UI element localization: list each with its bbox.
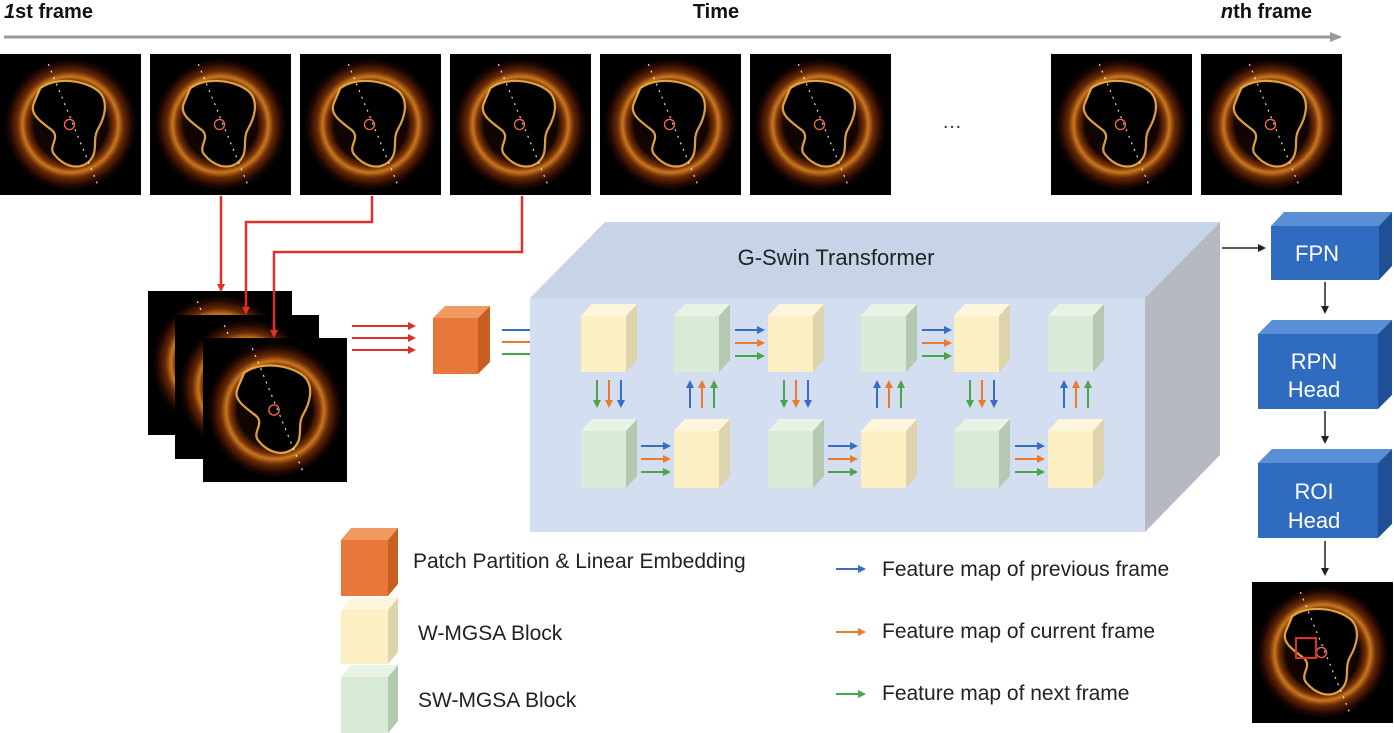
output-oct-frame bbox=[1252, 582, 1393, 723]
stacked-frame-front bbox=[203, 338, 347, 482]
oct-frame-6 bbox=[750, 54, 891, 195]
bottom-wmgsa-block-3 bbox=[1048, 419, 1104, 488]
top-swmgsa-block-2 bbox=[861, 304, 917, 372]
oct-frame-4 bbox=[450, 54, 591, 195]
top-swmgsa-block-3 bbox=[1048, 304, 1104, 372]
legend-curr-label: Feature map of current frame bbox=[882, 620, 1155, 643]
bottom-swmgsa-block-1 bbox=[581, 419, 637, 488]
roi-head-block bbox=[1258, 449, 1392, 538]
oct-frame-3 bbox=[300, 54, 441, 195]
frame-routing-arrows bbox=[217, 196, 524, 338]
roi-label-line2: Head bbox=[1288, 508, 1341, 533]
fpn-block bbox=[1271, 212, 1392, 280]
rpn-label-line2: Head bbox=[1288, 377, 1341, 402]
oct-frame-5 bbox=[600, 54, 741, 195]
frame-strip: … bbox=[0, 54, 1342, 195]
top-row-feature-arrows bbox=[735, 326, 952, 360]
legend-patch-label: Patch Partition & Linear Embedding bbox=[413, 550, 746, 573]
rpn-head-block bbox=[1258, 320, 1392, 409]
stacked-input-frames bbox=[148, 291, 347, 482]
route-arrow-curr bbox=[242, 196, 374, 315]
route-arrow-next bbox=[270, 196, 524, 338]
roi-label-line1: ROI bbox=[1294, 479, 1333, 504]
nth-frame-label: nth frame bbox=[1221, 1, 1312, 23]
legend-patch-cube bbox=[341, 528, 398, 596]
transformer-top-row bbox=[581, 304, 1104, 372]
legend-swmgsa-cube bbox=[341, 665, 398, 733]
bottom-swmgsa-block-2 bbox=[768, 419, 824, 488]
bottom-row-feature-arrows bbox=[641, 442, 1045, 476]
top-wmgsa-block-2 bbox=[768, 304, 824, 372]
bottom-wmgsa-block-2 bbox=[861, 419, 917, 488]
oct-frame-n-minus-1 bbox=[1051, 54, 1192, 195]
top-wmgsa-block-3 bbox=[954, 304, 1010, 372]
first-frame-label: 1st frame bbox=[4, 1, 93, 23]
rpn-label-line1: RPN bbox=[1291, 349, 1337, 374]
detection-bounding-box bbox=[1295, 637, 1317, 659]
frame-ellipsis: … bbox=[942, 111, 962, 133]
legend-wmgsa-label: W-MGSA Block bbox=[418, 622, 563, 645]
legend-swmgsa-label: SW-MGSA Block bbox=[418, 689, 577, 712]
fpn-label: FPN bbox=[1295, 241, 1339, 266]
top-wmgsa-block-1 bbox=[581, 304, 637, 372]
g-swin-transformer-box bbox=[530, 222, 1220, 532]
time-label: Time bbox=[693, 1, 739, 23]
patch-embedding-cube bbox=[433, 306, 490, 374]
vertical-down-arrows bbox=[593, 380, 998, 408]
bottom-swmgsa-block-3 bbox=[954, 419, 1010, 488]
oct-frame-2 bbox=[150, 54, 291, 195]
bottom-wmgsa-block-1 bbox=[674, 419, 730, 488]
output-detection-frame bbox=[1252, 582, 1393, 723]
oct-frame-n bbox=[1201, 54, 1342, 195]
legend-prev-label: Feature map of previous frame bbox=[882, 558, 1169, 581]
top-swmgsa-block-1 bbox=[674, 304, 730, 372]
transformer-title: G-Swin Transformer bbox=[738, 245, 935, 270]
stack-to-embed-arrows bbox=[352, 322, 416, 354]
transformer-bottom-row bbox=[581, 419, 1104, 488]
legend-wmgsa-cube bbox=[341, 598, 398, 664]
vertical-up-arrows bbox=[686, 380, 1092, 408]
legend-next-label: Feature map of next frame bbox=[882, 682, 1129, 705]
oct-frame-1 bbox=[0, 54, 141, 195]
